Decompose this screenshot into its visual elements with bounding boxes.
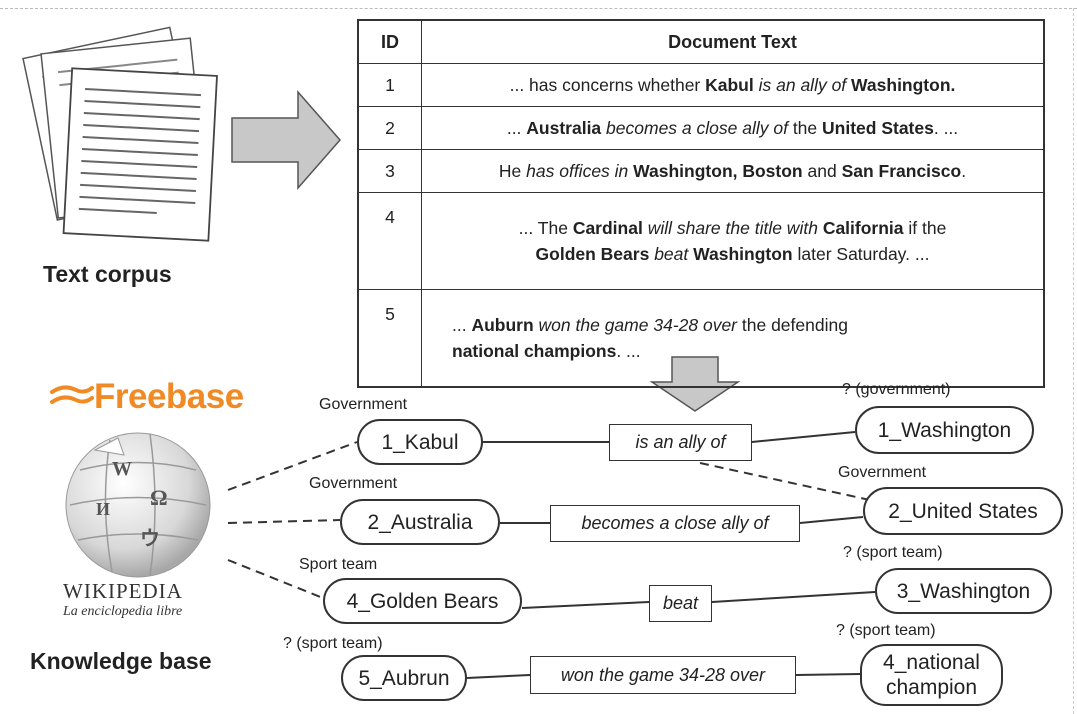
relation-phrase: will share the title with bbox=[647, 218, 818, 238]
entity-mention: national champions bbox=[452, 341, 617, 361]
svg-text:Ω: Ω bbox=[150, 485, 168, 510]
relation-box: won the game 34-28 over bbox=[530, 656, 796, 694]
table-row: 1 ... has concerns whether Kabul is an a… bbox=[357, 63, 1045, 107]
relation-box: beat bbox=[649, 585, 712, 622]
entity-node-washington-1: 1_Washington bbox=[855, 406, 1034, 454]
entity-mention: Washington, Boston bbox=[633, 161, 803, 181]
row-text: ... Auburn won the game 34-28 over the d… bbox=[421, 289, 1045, 388]
freebase-logo-text: Freebase bbox=[94, 377, 244, 416]
entity-mention: Australia bbox=[526, 118, 602, 138]
freebase-logo-mark bbox=[50, 385, 94, 404]
entity-type-label: ? (sport team) bbox=[836, 622, 936, 639]
table-row: 5 ... Auburn won the game 34-28 over the… bbox=[357, 289, 1045, 388]
entity-type-label: ? (sport team) bbox=[283, 635, 383, 652]
relation-phrase: has offices in bbox=[526, 161, 629, 181]
relation-phrase: becomes a close ally of bbox=[606, 118, 788, 138]
entity-mention: San Francisco bbox=[841, 161, 962, 181]
table-row: 3 He has offices in Washington, Boston a… bbox=[357, 149, 1045, 193]
wikipedia-tagline: La enciclopedia libre bbox=[63, 604, 183, 619]
row-text: ... has concerns whether Kabul is an all… bbox=[421, 63, 1045, 107]
entity-node-kabul: 1_Kabul bbox=[357, 419, 483, 465]
entity-node-united-states: 2_United States bbox=[863, 487, 1063, 535]
freebase-logo: Freebase bbox=[50, 377, 244, 417]
entity-mention: Kabul bbox=[705, 75, 754, 95]
knowledge-base-label: Knowledge base bbox=[30, 648, 212, 674]
table-row: 2 ... Australia becomes a close ally of … bbox=[357, 106, 1045, 150]
wikipedia-wordmark: WIKIPEDIA bbox=[63, 579, 183, 603]
relation-lines bbox=[466, 431, 876, 679]
svg-text:W: W bbox=[112, 458, 132, 480]
entity-mention: Washington. bbox=[851, 75, 956, 95]
entity-mention: United States bbox=[822, 118, 934, 138]
entity-mention: Golden Bears bbox=[535, 244, 650, 264]
wikipedia-globe-icon: W Ω И ウ bbox=[65, 432, 211, 578]
text-corpus-icon bbox=[22, 26, 218, 242]
text-corpus-label: Text corpus bbox=[43, 261, 172, 287]
kb-link-lines bbox=[227, 441, 871, 599]
frame-border-top bbox=[0, 8, 1077, 9]
table-row: 4 ... The Cardinal will share the title … bbox=[357, 192, 1045, 290]
relation-phrase: is an ally of bbox=[758, 75, 847, 95]
header-id: ID bbox=[357, 19, 422, 64]
relation-box: becomes a close ally of bbox=[550, 505, 800, 542]
row-id: 5 bbox=[357, 289, 422, 388]
entity-mention: Cardinal bbox=[572, 218, 643, 238]
row-text: ... Australia becomes a close ally of th… bbox=[421, 106, 1045, 150]
entity-type-label: Government bbox=[319, 396, 408, 413]
svg-text:И: И bbox=[96, 499, 110, 519]
entity-node-national-champion: 4_national champion bbox=[860, 644, 1003, 706]
row-id: 4 bbox=[357, 192, 422, 290]
relation-phrase: beat bbox=[654, 244, 689, 264]
entity-mention: Auburn bbox=[471, 315, 534, 335]
entity-node-washington-3: 3_Washington bbox=[875, 568, 1052, 614]
entity-type-label: Sport team bbox=[299, 556, 378, 573]
frame-border-right bbox=[1073, 8, 1074, 714]
svg-text:ウ: ウ bbox=[140, 527, 160, 550]
entity-node-australia: 2_Australia bbox=[340, 499, 500, 545]
entity-mention: Washington bbox=[693, 244, 793, 264]
entity-node-golden-bears: 4_Golden Bears bbox=[323, 578, 522, 624]
row-text: ... The Cardinal will share the title wi… bbox=[421, 192, 1045, 290]
row-id: 1 bbox=[357, 63, 422, 107]
relation-phrase: won the game 34-28 over bbox=[538, 315, 738, 335]
entity-type-label: ? (sport team) bbox=[843, 544, 943, 561]
entity-type-label: ? (government) bbox=[842, 381, 951, 398]
row-text: He has offices in Washington, Boston and… bbox=[421, 149, 1045, 193]
entity-mention: California bbox=[822, 218, 904, 238]
row-id: 3 bbox=[357, 149, 422, 193]
document-table: ID Document Text 1 ... has concerns whet… bbox=[357, 19, 1045, 388]
entity-node-aubrun: 5_Aubrun bbox=[341, 655, 467, 701]
table-header-row: ID Document Text bbox=[357, 19, 1045, 64]
arrow-right-icon bbox=[231, 90, 341, 190]
entity-type-label: Government bbox=[309, 475, 398, 492]
header-document-text: Document Text bbox=[421, 19, 1045, 64]
entity-type-label: Government bbox=[838, 464, 927, 481]
relation-box: is an ally of bbox=[609, 424, 752, 461]
row-id: 2 bbox=[357, 106, 422, 150]
